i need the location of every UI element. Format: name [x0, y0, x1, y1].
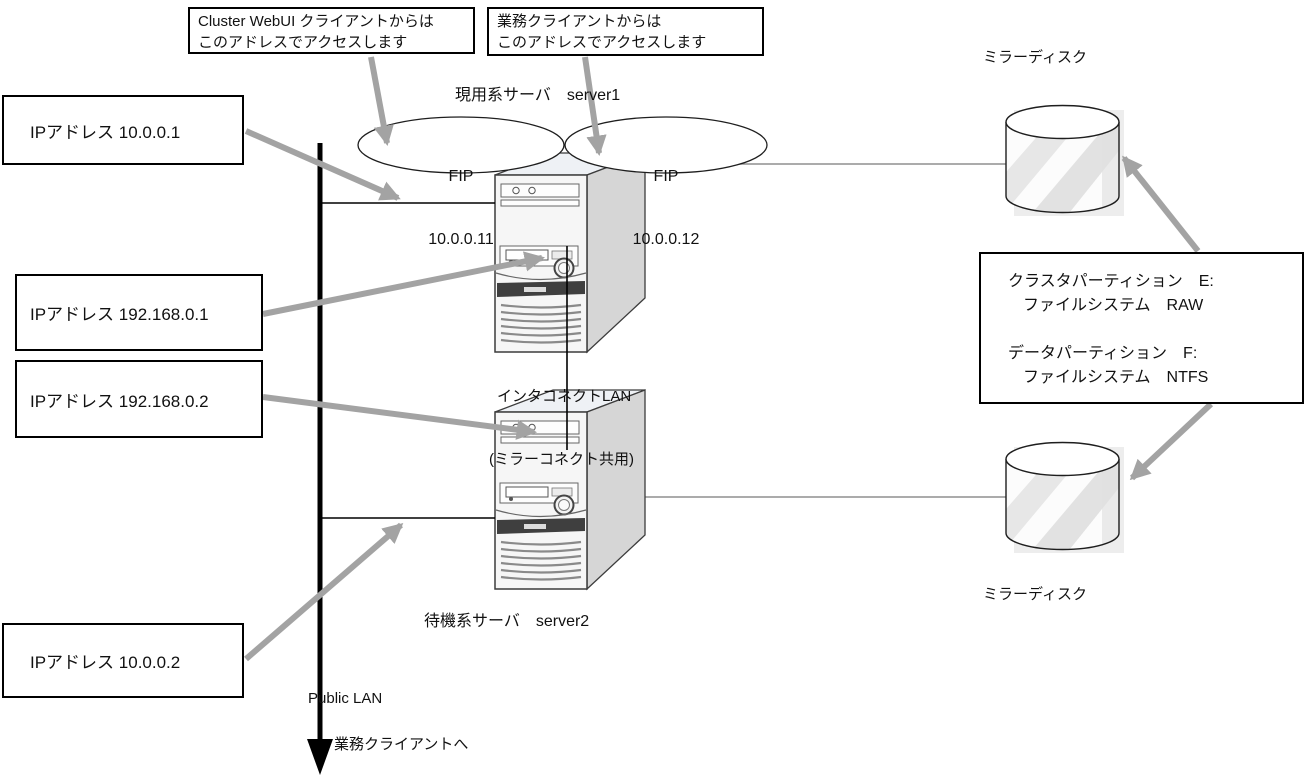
mirror-disk-top: [986, 104, 1142, 222]
arrow-business-to-fip2: [582, 56, 607, 157]
callout-webui-client: Cluster WebUI クライアントからは このアドレスでアクセスします: [188, 7, 475, 54]
interconnect-label-line1: インタコネクトLAN: [497, 388, 632, 405]
data-filesystem-line: ファイルシステム NTFS: [1023, 369, 1209, 386]
callout-business-line1: 業務クライアントからは: [497, 13, 662, 30]
ip-box-10-0-0-1: IPアドレス 10.0.0.1: [2, 95, 244, 165]
ip-box-192-168-0-2: IPアドレス 192.168.0.2: [15, 360, 263, 438]
callout-webui-line2: このアドレスでアクセスします: [198, 34, 408, 51]
callout-business-client: 業務クライアントからは このアドレスでアクセスします: [487, 7, 764, 56]
mirror-disk-bottom-label: ミラーディスク: [983, 586, 1087, 603]
cluster-filesystem-line: ファイルシステム RAW: [1023, 297, 1204, 314]
interconnect-label: インタコネクトLAN (ミラーコネクト共用): [489, 344, 634, 512]
fip2-name: FIP: [653, 168, 679, 185]
ip-box-10-0-0-2-label: IPアドレス 10.0.0.2: [30, 653, 181, 672]
ip-box-192-168-0-1-label: IPアドレス 192.168.0.1: [30, 305, 209, 324]
fip1-label: FIP 10.0.0.11: [361, 124, 561, 292]
business-client-destination-label: 業務クライアントへ: [334, 736, 469, 753]
arrow-partition-to-disk-top: [1121, 155, 1201, 253]
mirror-disk-bottom: [986, 441, 1142, 559]
public-lan-arrowhead: [307, 739, 333, 775]
partition-info-box: クラスタパーティション E: ファイルシステム RAW データパーティション F…: [979, 252, 1304, 404]
ip-box-10-0-0-1-label: IPアドレス 10.0.0.1: [30, 122, 181, 142]
arrow-ip1-to-lan: [244, 128, 401, 201]
data-partition-line: データパーティション F:: [1008, 345, 1198, 362]
callout-business-line2: このアドレスでアクセスします: [497, 34, 707, 51]
arrow-ip4-to-lan: [244, 522, 404, 662]
ip-box-192-168-0-2-label: IPアドレス 192.168.0.2: [30, 391, 209, 411]
fip2-address: 10.0.0.12: [632, 231, 700, 248]
fip1-address: 10.0.0.11: [428, 231, 494, 248]
mirror-disk-top-label: ミラーディスク: [983, 49, 1087, 66]
fip2-label: FIP 10.0.0.12: [566, 124, 766, 292]
arrow-webui-to-fip1: [368, 56, 394, 147]
arrow-partition-to-disk-bottom: [1129, 401, 1214, 481]
ip-box-192-168-0-1: IPアドレス 192.168.0.1: [15, 274, 263, 351]
server2-label: 待機系サーバ server2: [424, 613, 590, 630]
fip1-name: FIP: [448, 168, 474, 185]
interconnect-label-line2: (ミラーコネクト共用): [489, 451, 634, 468]
fip2-ellipse: [564, 116, 768, 174]
public-lan-label: Public LAN: [308, 690, 383, 707]
fip2-ellipse-fill: [565, 117, 767, 173]
ip-box-10-0-0-2: IPアドレス 10.0.0.2: [2, 623, 244, 698]
arrow-ip2-to-server1: [262, 251, 546, 317]
arrow-ip3-to-server2: [262, 394, 538, 440]
cluster-partition-line: クラスタパーティション E:: [1008, 273, 1214, 290]
fip1-ellipse-fill: [358, 117, 564, 173]
fip1-ellipse: [357, 116, 565, 174]
server1-label: 現用系サーバ server1: [455, 87, 621, 104]
callout-webui-line1: Cluster WebUI クライアントからは: [198, 13, 434, 30]
